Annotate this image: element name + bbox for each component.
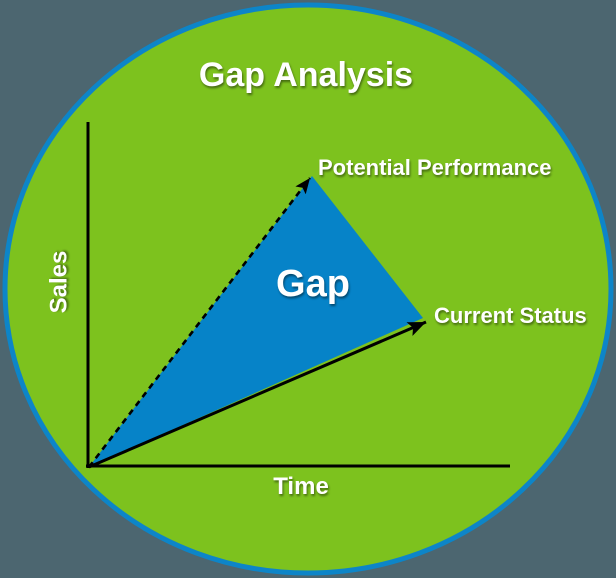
gap-label: Gap	[276, 263, 350, 305]
current-status-label: Current Status	[434, 303, 587, 328]
gap-triangle	[89, 176, 423, 467]
diagram-title: Gap Analysis	[198, 56, 414, 94]
current-status-arrow	[88, 320, 427, 469]
potential-performance-label: Potential Performance	[318, 155, 552, 180]
potential-performance-arrow	[87, 177, 312, 468]
x-axis-label: Time	[273, 473, 329, 500]
y-axis-label: Sales	[45, 250, 73, 314]
